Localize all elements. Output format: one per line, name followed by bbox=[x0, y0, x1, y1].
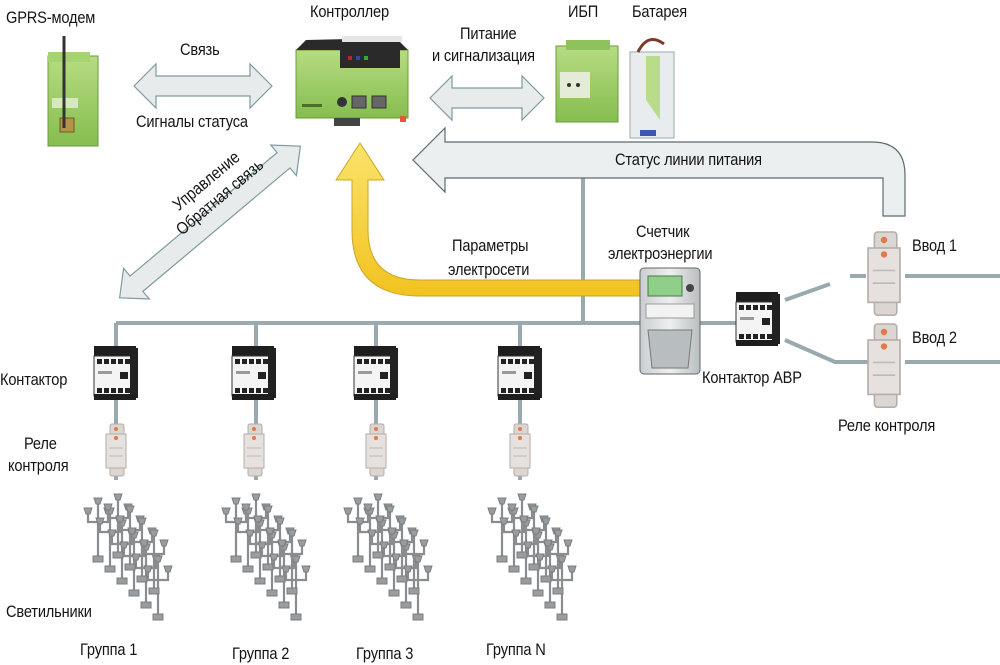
input2-relay-device bbox=[867, 323, 901, 409]
power-label: Питание bbox=[460, 24, 517, 43]
group-n-devices bbox=[488, 345, 576, 620]
relay-label-1: Реле bbox=[24, 434, 57, 453]
power-signaling-arrow bbox=[429, 74, 545, 122]
gprs-modem-device bbox=[47, 36, 99, 147]
group-n-label: Группа N bbox=[486, 640, 546, 659]
group-2-label: Группа 2 bbox=[232, 644, 290, 663]
group-2-devices bbox=[222, 345, 310, 620]
input1-label: Ввод 1 bbox=[912, 236, 957, 255]
input2-label: Ввод 2 bbox=[912, 328, 957, 347]
controller-label: Контроллер bbox=[310, 2, 389, 21]
group-1-label: Группа 1 bbox=[80, 640, 138, 659]
ups-device bbox=[555, 40, 619, 123]
electricity-meter-device bbox=[639, 267, 701, 375]
meter-label-1: Счетчик bbox=[636, 222, 690, 241]
status-signals-label: Сигналы статуса bbox=[136, 112, 248, 131]
relay-control-right-label: Реле контроля bbox=[838, 416, 936, 435]
group-3-label: Группа 3 bbox=[356, 644, 414, 663]
grid-parameters-arrow bbox=[335, 142, 641, 297]
communication-arrow bbox=[133, 62, 273, 110]
relay-label-2: контроля bbox=[8, 456, 69, 475]
avr-contactor-device bbox=[735, 291, 781, 347]
input1-relay-device bbox=[867, 231, 901, 317]
meter-label-2: электроэнергии bbox=[608, 244, 713, 263]
ups-label: ИБП bbox=[568, 2, 599, 21]
communication-label: Связь bbox=[180, 40, 220, 59]
control-feedback-arrow bbox=[118, 144, 302, 300]
signaling-label: и сигнализация bbox=[432, 46, 535, 65]
grid-parameters-label-1: Параметры bbox=[452, 236, 529, 255]
lamps-label: Светильники bbox=[6, 602, 92, 621]
group-3-devices bbox=[344, 345, 432, 620]
grid-parameters-label-2: электросети bbox=[448, 260, 530, 279]
controller-device bbox=[295, 36, 409, 126]
battery-label: Батарея bbox=[632, 2, 688, 21]
gprs-modem-label: GPRS-модем bbox=[6, 8, 96, 27]
battery-device bbox=[629, 38, 675, 139]
power-line-status-label: Статус линии питания bbox=[615, 150, 762, 169]
group-1-devices bbox=[84, 345, 172, 620]
avr-contactor-label: Контактор АВР bbox=[702, 368, 802, 387]
contactor-label: Контактор bbox=[0, 370, 68, 389]
power-line-status-arrow bbox=[412, 126, 906, 217]
